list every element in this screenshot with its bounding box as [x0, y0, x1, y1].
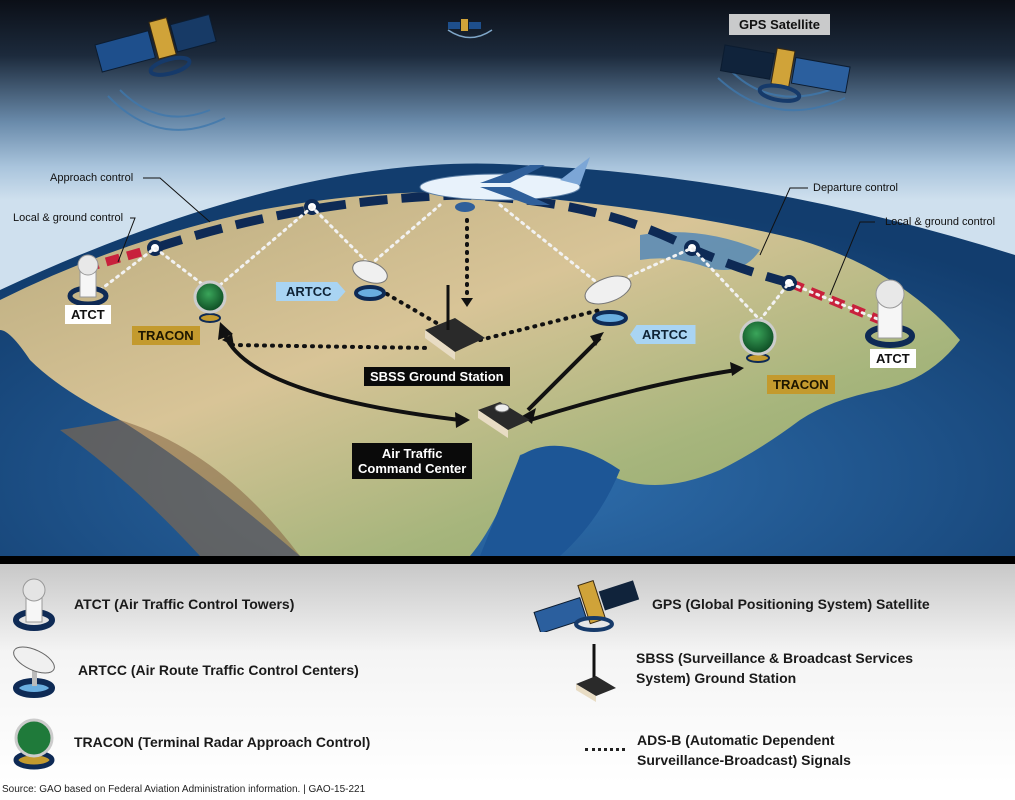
atct-tower-icon	[10, 576, 66, 632]
local-ground-control-label-right: Local & ground control	[885, 216, 996, 228]
legend-label-sbss-line2: System) Ground Station	[636, 670, 797, 686]
artcc-tag-left: ARTCC	[276, 282, 346, 301]
departure-control-label: Departure control	[813, 182, 898, 194]
tracon-tag-right: TRACON	[767, 375, 835, 394]
gps-satellite-left	[94, 13, 217, 77]
legend-label-adsb: ADS-B (Automatic Dependent Surveillance-…	[637, 730, 851, 770]
gps-satellite-small	[448, 19, 481, 31]
legend-item-artcc: ARTCC (Air Route Traffic Control Centers…	[10, 642, 359, 698]
tracon-radar-right	[739, 318, 777, 363]
sbss-station-icon	[570, 640, 626, 702]
tracon-radar-left	[193, 280, 227, 323]
tracon-tag-left: TRACON	[132, 326, 200, 345]
legend-item-sbss: SBSS (Surveillance & Broadcast Services …	[570, 640, 913, 702]
local-ground-control-label-left: Local & ground control	[13, 212, 124, 224]
artcc-dish-right	[584, 275, 632, 326]
gps-satellite-right	[719, 44, 851, 103]
atct-tag-left: ATCT	[65, 305, 111, 324]
source-note: Source: GAO based on Federal Aviation Ad…	[2, 784, 366, 795]
command-center-tag: Air Traffic Command Center	[352, 443, 473, 479]
diagram-scene: Approach control Local & ground control …	[0, 0, 1015, 556]
approach-control-label: Approach control	[50, 172, 134, 184]
legend-item-tracon: TRACON (Terminal Radar Approach Control)	[10, 714, 370, 770]
atct-tower-left	[67, 254, 109, 307]
legend-item-adsb: ADS-B (Automatic Dependent Surveillance-…	[585, 730, 851, 770]
legend-item-atct: ATCT (Air Traffic Control Towers)	[10, 576, 294, 632]
atct-tower-right	[865, 279, 915, 348]
gps-satellite-tag: GPS Satellite	[729, 14, 830, 35]
legend-label-adsb-line1: ADS-B (Automatic Dependent	[637, 732, 835, 748]
airplane	[419, 157, 590, 212]
command-center-tag-line2: Command Center	[358, 461, 467, 476]
sbss-ground-station	[425, 285, 485, 360]
legend-label-adsb-line2: Surveillance-Broadcast) Signals	[637, 752, 851, 768]
legend-label-atct: ATCT (Air Traffic Control Towers)	[74, 596, 295, 612]
adsb-dotted-line-icon	[585, 748, 625, 752]
sbss-ground-station-tag: SBSS Ground Station	[364, 367, 510, 386]
artcc-tag-right: ARTCC	[630, 325, 696, 344]
atct-tag-right: ATCT	[870, 349, 916, 368]
command-center-tag-line1: Air Traffic	[381, 446, 443, 461]
artcc-dish-icon	[10, 642, 66, 698]
legend-label-tracon: TRACON (Terminal Radar Approach Control)	[74, 734, 371, 750]
legend-label-artcc: ARTCC (Air Route Traffic Control Centers…	[78, 662, 359, 678]
map-background	[0, 13, 1015, 556]
divider-bar	[0, 556, 1015, 564]
artcc-dish-left	[352, 260, 388, 301]
legend-label-sbss-line1: SBSS (Surveillance & Broadcast Services	[636, 650, 914, 666]
gps-satellite-icon	[530, 576, 642, 635]
tracon-radar-icon	[10, 714, 66, 770]
legend-item-gps: GPS (Global Positioning System) Satellit…	[530, 576, 930, 635]
legend-label-sbss: SBSS (Surveillance & Broadcast Services …	[636, 648, 913, 688]
command-center-building	[478, 402, 530, 438]
legend: ATCT (Air Traffic Control Towers) ARTCC …	[0, 564, 1015, 784]
legend-label-gps: GPS (Global Positioning System) Satellit…	[652, 596, 930, 612]
